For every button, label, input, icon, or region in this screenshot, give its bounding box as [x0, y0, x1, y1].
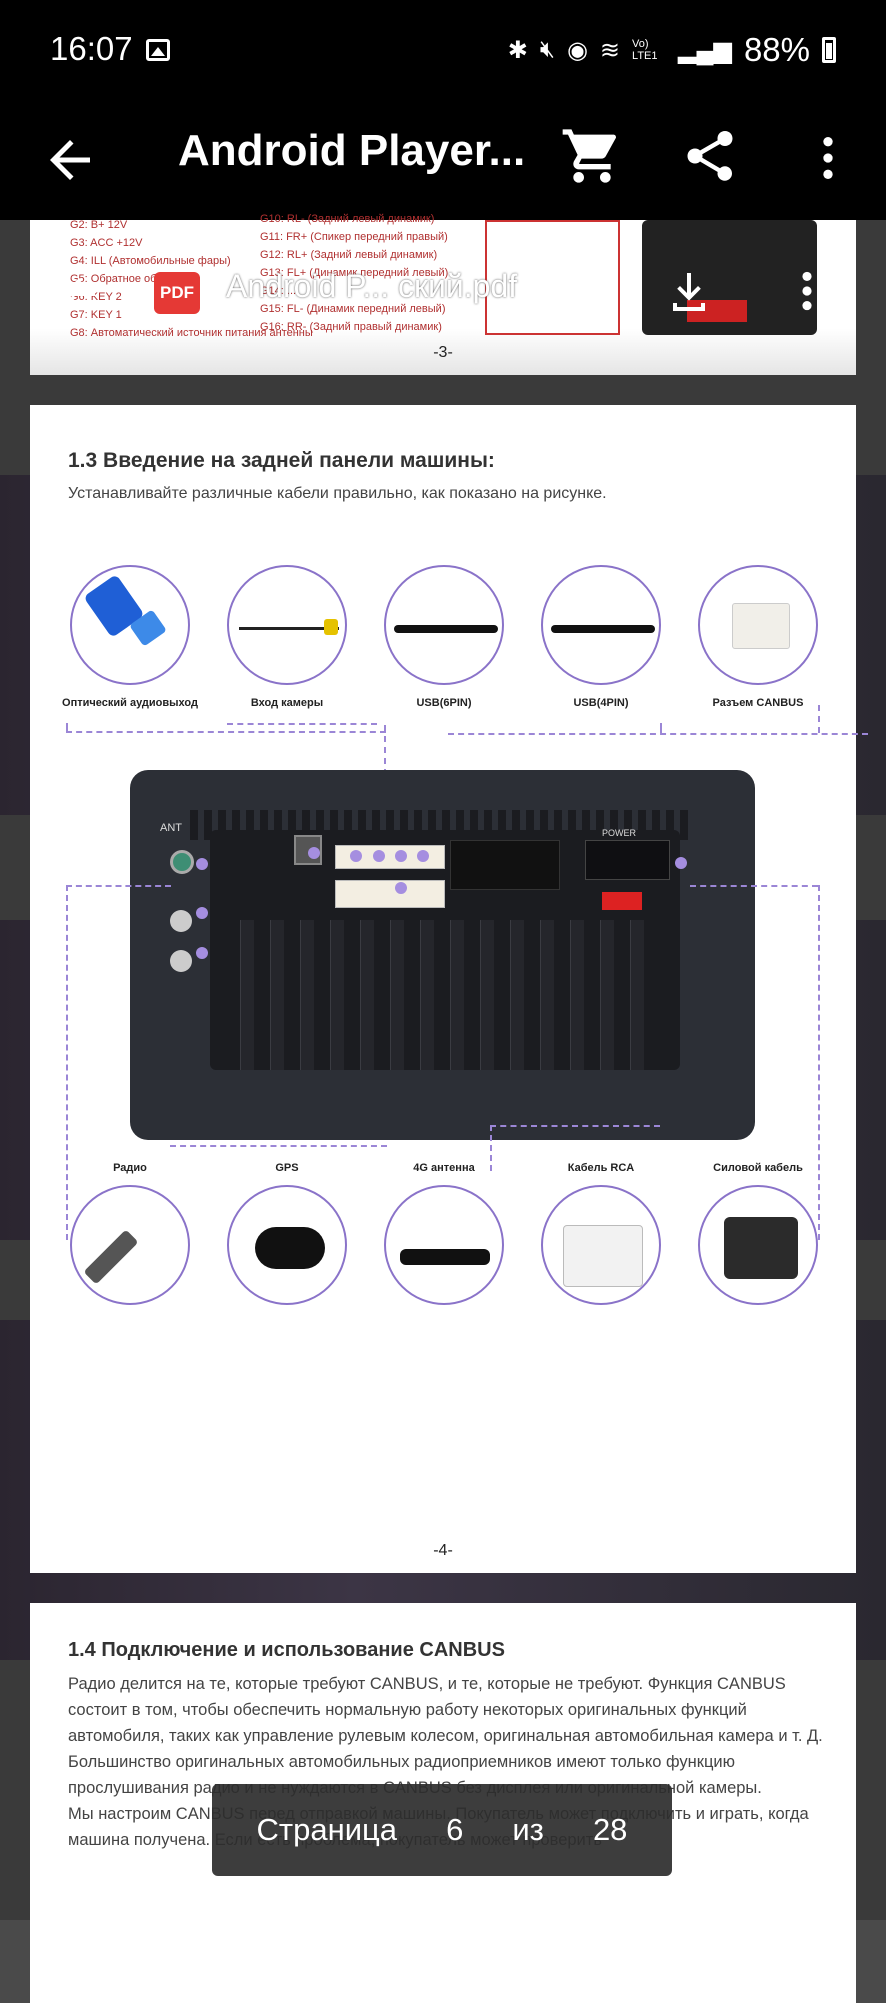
label-usb-4pin: USB(4PIN) — [573, 697, 629, 709]
connector-photo — [642, 220, 817, 335]
ant-label: ANT — [160, 822, 182, 834]
app-bar: Android Player... — [0, 102, 886, 220]
pin-line: G2: B+ 12V — [70, 219, 128, 231]
leader-line — [490, 1125, 660, 1171]
label-gps: GPS — [275, 1162, 299, 1174]
pdf-back-icon[interactable] — [55, 270, 103, 318]
app-title: Android Player... — [178, 126, 526, 175]
label-camera-input: Вход камеры — [250, 697, 324, 709]
download-icon[interactable] — [665, 266, 713, 316]
optical-audio-image — [70, 565, 190, 685]
label-optical-audio: Оптический аудиовыход — [62, 697, 198, 709]
power-label: POWER — [602, 828, 637, 838]
pin-line: G7: KEY 1 — [70, 309, 122, 321]
pin-line: G8: Автоматический источник питания анте… — [70, 327, 313, 339]
hotspot-icon: ◉ — [566, 36, 588, 64]
battery-percent: 88% — [743, 31, 810, 68]
usb-6pin-image — [384, 565, 504, 685]
leader-line — [448, 733, 868, 735]
pdf-viewer[interactable]: G2: B+ 12V G3: ACC +12V G4: ILL (Автомоб… — [0, 213, 886, 2003]
status-time: 16:07 — [50, 30, 133, 67]
battery-icon — [822, 37, 836, 63]
pin-line: G13: FL+ (Динамик передний левый) — [260, 267, 449, 279]
label-rca-cable: Кабель RCA — [567, 1162, 635, 1174]
leader-line — [66, 885, 68, 1240]
page-number: -4- — [433, 1542, 453, 1559]
leader-line — [660, 723, 662, 733]
pdf-toolbar: PDF Android P... ский.pdf — [0, 220, 886, 314]
page-number: -3- — [433, 344, 453, 361]
section-subheading: Устанавливайте различные кабели правильн… — [68, 485, 607, 502]
leader-line — [227, 723, 377, 725]
pdf-file-icon: PDF — [154, 272, 200, 314]
section-heading: 1.3 Введение на задней панели машины: — [68, 449, 495, 472]
more-vert-icon[interactable] — [800, 128, 856, 188]
gallery-notification-icon — [146, 39, 170, 61]
leader-line — [66, 885, 171, 887]
leader-line — [66, 723, 386, 733]
back-arrow-icon[interactable] — [40, 130, 100, 190]
mute-icon: 🔇︎ — [539, 36, 555, 63]
head-unit-back-panel: ANT POWER — [130, 770, 755, 1140]
status-icons: ✱ 🔇︎ ◉ ≋ Vo) LTE1 ▂▄▆ 88% — [508, 30, 886, 70]
pin-line: G15: FL- (Динамик передний левый) — [260, 303, 446, 315]
leader-line — [690, 885, 818, 887]
usb-4pin-image — [541, 565, 661, 685]
leader-line — [818, 885, 820, 1240]
pin-line: G11: FR+ (Спикер передний правый) — [260, 231, 448, 243]
canbus-connector-image — [698, 565, 818, 685]
camera-input-image — [227, 565, 347, 685]
leader-line — [384, 725, 386, 775]
section-heading: 1.4 Подключение и использование CANBUS — [68, 1639, 505, 1661]
label-4g-antenna: 4G антенна — [413, 1162, 475, 1174]
current-page: 6 — [446, 1812, 464, 1847]
rca-cable-image — [541, 1185, 661, 1305]
pin-line: G12: RL+ (Задний левый динамик) — [260, 249, 438, 261]
cart-icon[interactable] — [560, 124, 624, 188]
page-indicator: Страница 6 из 28 — [212, 1784, 672, 1876]
label-usb-6pin: USB(6PIN) — [416, 697, 472, 709]
page3-pin-list-left: G2: B+ 12V G3: ACC +12V G4: ILL (Автомоб… — [70, 216, 313, 342]
pdf-more-icon[interactable] — [792, 266, 822, 316]
volte-label: Vo) LTE1 — [632, 38, 658, 62]
gps-antenna-image — [227, 1185, 347, 1305]
status-bar: 16:07 ✱ 🔇︎ ◉ ≋ Vo) LTE1 ▂▄▆ 88% — [0, 0, 886, 102]
wifi-icon: ≋ — [599, 36, 621, 64]
label-power-cable: Силовой кабель — [713, 1162, 803, 1174]
share-icon[interactable] — [680, 126, 740, 186]
pin-line: G3: ACC +12V — [70, 237, 143, 249]
leader-line — [818, 705, 820, 733]
pdf-page-4: 1.3 Введение на задней панели машины: Ус… — [30, 405, 868, 1573]
page-of-label: из — [512, 1812, 544, 1847]
signal-icon: ▂▄▆ — [678, 36, 732, 64]
pin-line: G14: ... — [260, 285, 297, 297]
label-radio: Радио — [113, 1162, 147, 1174]
paragraph: Радио делится на те, которые требуют CAN… — [68, 1675, 823, 1745]
pin-line: G10: RL- (Задний левый динамик) — [260, 213, 435, 225]
power-cable-image — [698, 1185, 818, 1305]
pin-line: G16: RR- (Задний правый динамик) — [260, 321, 442, 333]
label-canbus: Разъем CANBUS — [712, 697, 804, 709]
connector-diagram — [485, 220, 620, 335]
leader-line — [170, 1145, 387, 1147]
page-label: Страница — [256, 1812, 398, 1847]
radio-antenna-image — [70, 1185, 190, 1305]
total-pages: 28 — [592, 1812, 628, 1847]
page3-pin-list-right: G10: RL- (Задний левый динамик) G11: FR+… — [260, 210, 448, 336]
pdf-filename: Android P... ский.pdf — [226, 268, 518, 304]
bluetooth-icon: ✱ — [507, 36, 528, 64]
pin-line: G4: ILL (Автомобильные фары) — [70, 255, 231, 267]
pdf-page-3: G2: B+ 12V G3: ACC +12V G4: ILL (Автомоб… — [30, 213, 856, 375]
4g-antenna-image — [384, 1185, 504, 1305]
